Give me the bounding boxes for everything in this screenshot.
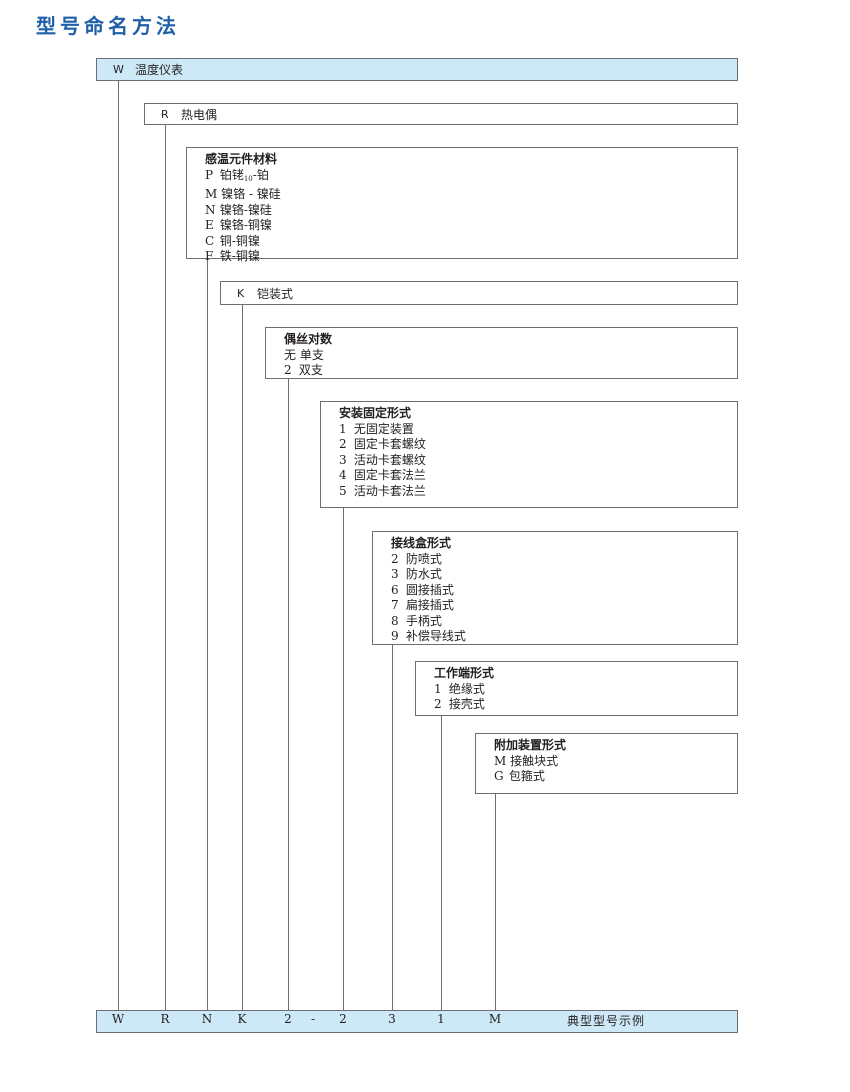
list-item: 2 接壳式 xyxy=(434,697,485,711)
example-code: M xyxy=(488,1012,502,1026)
sensor-material-box: 感温元件材料 P 铂铑10-铂 M 镍铬 - 镍硅 N 镍铬-镍硅 E 镍铬-铜… xyxy=(186,147,738,263)
section-heading: 接线盒形式 xyxy=(391,536,452,550)
connector-line-material xyxy=(207,259,208,1012)
list-item: 3 活动卡套螺纹 xyxy=(339,452,426,467)
example-model-bar xyxy=(96,1010,738,1033)
list-item: 4 固定卡套法兰 xyxy=(339,468,426,482)
junction-box-box: 接线盒形式 2 防喷式 3 防水式 6 圆接插式 7 扁接插式 8 手柄式 9 … xyxy=(372,531,738,645)
category-code: W xyxy=(113,63,124,76)
couple-pairs-box: 偶丝对数 无 单支 2 双支 xyxy=(265,327,738,379)
example-code: W xyxy=(111,1012,125,1026)
section-heading: 安装固定形式 xyxy=(339,406,412,420)
list-item: 1 绝缘式 xyxy=(434,681,485,696)
list-item: 5 活动卡套法兰 xyxy=(339,483,426,498)
category-code: K xyxy=(237,286,245,300)
list-item: N 镍铬-镍硅 xyxy=(205,202,272,217)
connector-line-mounting xyxy=(343,508,344,1012)
list-item: M 接触块式 xyxy=(494,753,559,768)
connector-line-w xyxy=(118,81,119,1012)
example-caption: 典型型号示例 xyxy=(567,1014,646,1028)
section-heading: 工作端形式 xyxy=(434,666,495,680)
category-label: 温度仪表 xyxy=(135,63,184,77)
connector-line-k xyxy=(242,305,243,1012)
example-code: N xyxy=(201,1012,213,1026)
accessory-box: 附加装置形式 M 接触块式 G 包箍式 xyxy=(475,733,738,794)
page-title: 型号命名方法 xyxy=(36,14,180,38)
category-label: 热电偶 xyxy=(181,107,218,122)
category-code: R xyxy=(161,107,169,121)
list-item: 7 扁接插式 xyxy=(391,598,454,612)
example-code: 2 xyxy=(284,1012,292,1026)
list-item: P 铂铑10-铂 xyxy=(205,167,269,183)
section-heading: 偶丝对数 xyxy=(284,332,333,346)
list-item: 2 防喷式 xyxy=(391,551,442,566)
connector-line-junction xyxy=(392,645,393,1012)
example-code: 2 xyxy=(339,1012,347,1026)
section-heading: 附加装置形式 xyxy=(494,738,567,752)
category-box-armored: K 铠装式 xyxy=(220,281,738,305)
list-item: 9 补偿导线式 xyxy=(391,629,466,643)
list-item: 2 固定卡套螺纹 xyxy=(339,437,426,451)
list-item: 1 无固定装置 xyxy=(339,421,414,436)
mounting-box: 安装固定形式 1 无固定装置 2 固定卡套螺纹 3 活动卡套螺纹 4 固定卡套法… xyxy=(320,401,738,508)
example-code: K xyxy=(237,1012,247,1026)
example-code: 1 xyxy=(437,1012,445,1026)
list-item: C 铜-铜镍 xyxy=(205,233,260,248)
list-item: 6 圆接插式 xyxy=(391,582,454,597)
connector-line-working-end xyxy=(441,716,442,1012)
category-box-thermocouple: R 热电偶 xyxy=(144,103,738,125)
list-item: 2 双支 xyxy=(284,363,323,377)
list-item: 无 单支 xyxy=(284,347,324,362)
connector-line-r xyxy=(165,125,166,1012)
list-item: 8 手柄式 xyxy=(391,613,442,628)
list-item: E 镍铬-铜镍 xyxy=(205,218,272,232)
list-item: F 铁-铜镍 xyxy=(205,249,260,263)
connector-line-pairs xyxy=(288,379,289,1012)
category-label: 铠装式 xyxy=(257,286,294,301)
list-item: M 镍铬 - 镍硅 xyxy=(205,187,281,201)
example-code: - xyxy=(310,1012,316,1026)
category-bar-temperature-instrument: W 温度仪表 xyxy=(96,58,738,81)
list-item: G 包箍式 xyxy=(494,769,545,783)
connector-line-accessory xyxy=(495,794,496,1012)
working-end-box: 工作端形式 1 绝缘式 2 接壳式 xyxy=(415,661,738,716)
section-heading: 感温元件材料 xyxy=(205,152,278,166)
list-item: 3 防水式 xyxy=(391,567,442,581)
example-code: R xyxy=(160,1012,170,1026)
example-code: 3 xyxy=(388,1012,396,1026)
